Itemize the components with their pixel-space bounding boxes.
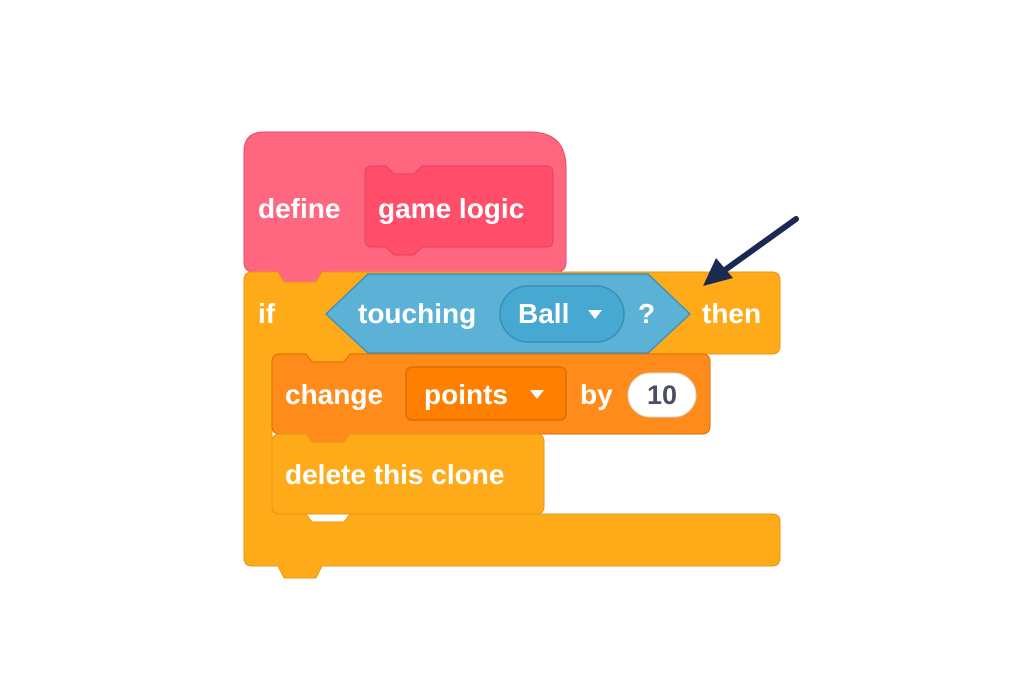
touching-question-mark: ? — [638, 298, 656, 329]
define-prototype-block[interactable] — [364, 165, 554, 256]
change-value-text: 10 — [647, 380, 678, 410]
change-value-input[interactable] — [627, 372, 697, 418]
variable-name: points — [424, 379, 508, 410]
ball-dropdown[interactable] — [499, 285, 625, 343]
define-keyword: define — [258, 193, 341, 224]
annotation-arrow — [703, 216, 799, 286]
change-keyword: change — [285, 379, 384, 410]
points-dropdown[interactable] — [405, 366, 567, 421]
delete-clone-block[interactable] — [271, 433, 545, 515]
touching-target-value: Ball — [518, 298, 570, 329]
if-keyword: if — [258, 298, 276, 329]
ball-dropdown-arrow-icon — [588, 310, 602, 319]
points-dropdown-arrow-icon — [530, 390, 544, 399]
custom-block-name: game logic — [378, 193, 525, 224]
touching-keyword: touching — [358, 298, 477, 329]
delete-clone-label: delete this clone — [285, 459, 505, 490]
by-keyword: by — [580, 379, 613, 410]
then-keyword: then — [702, 298, 762, 329]
